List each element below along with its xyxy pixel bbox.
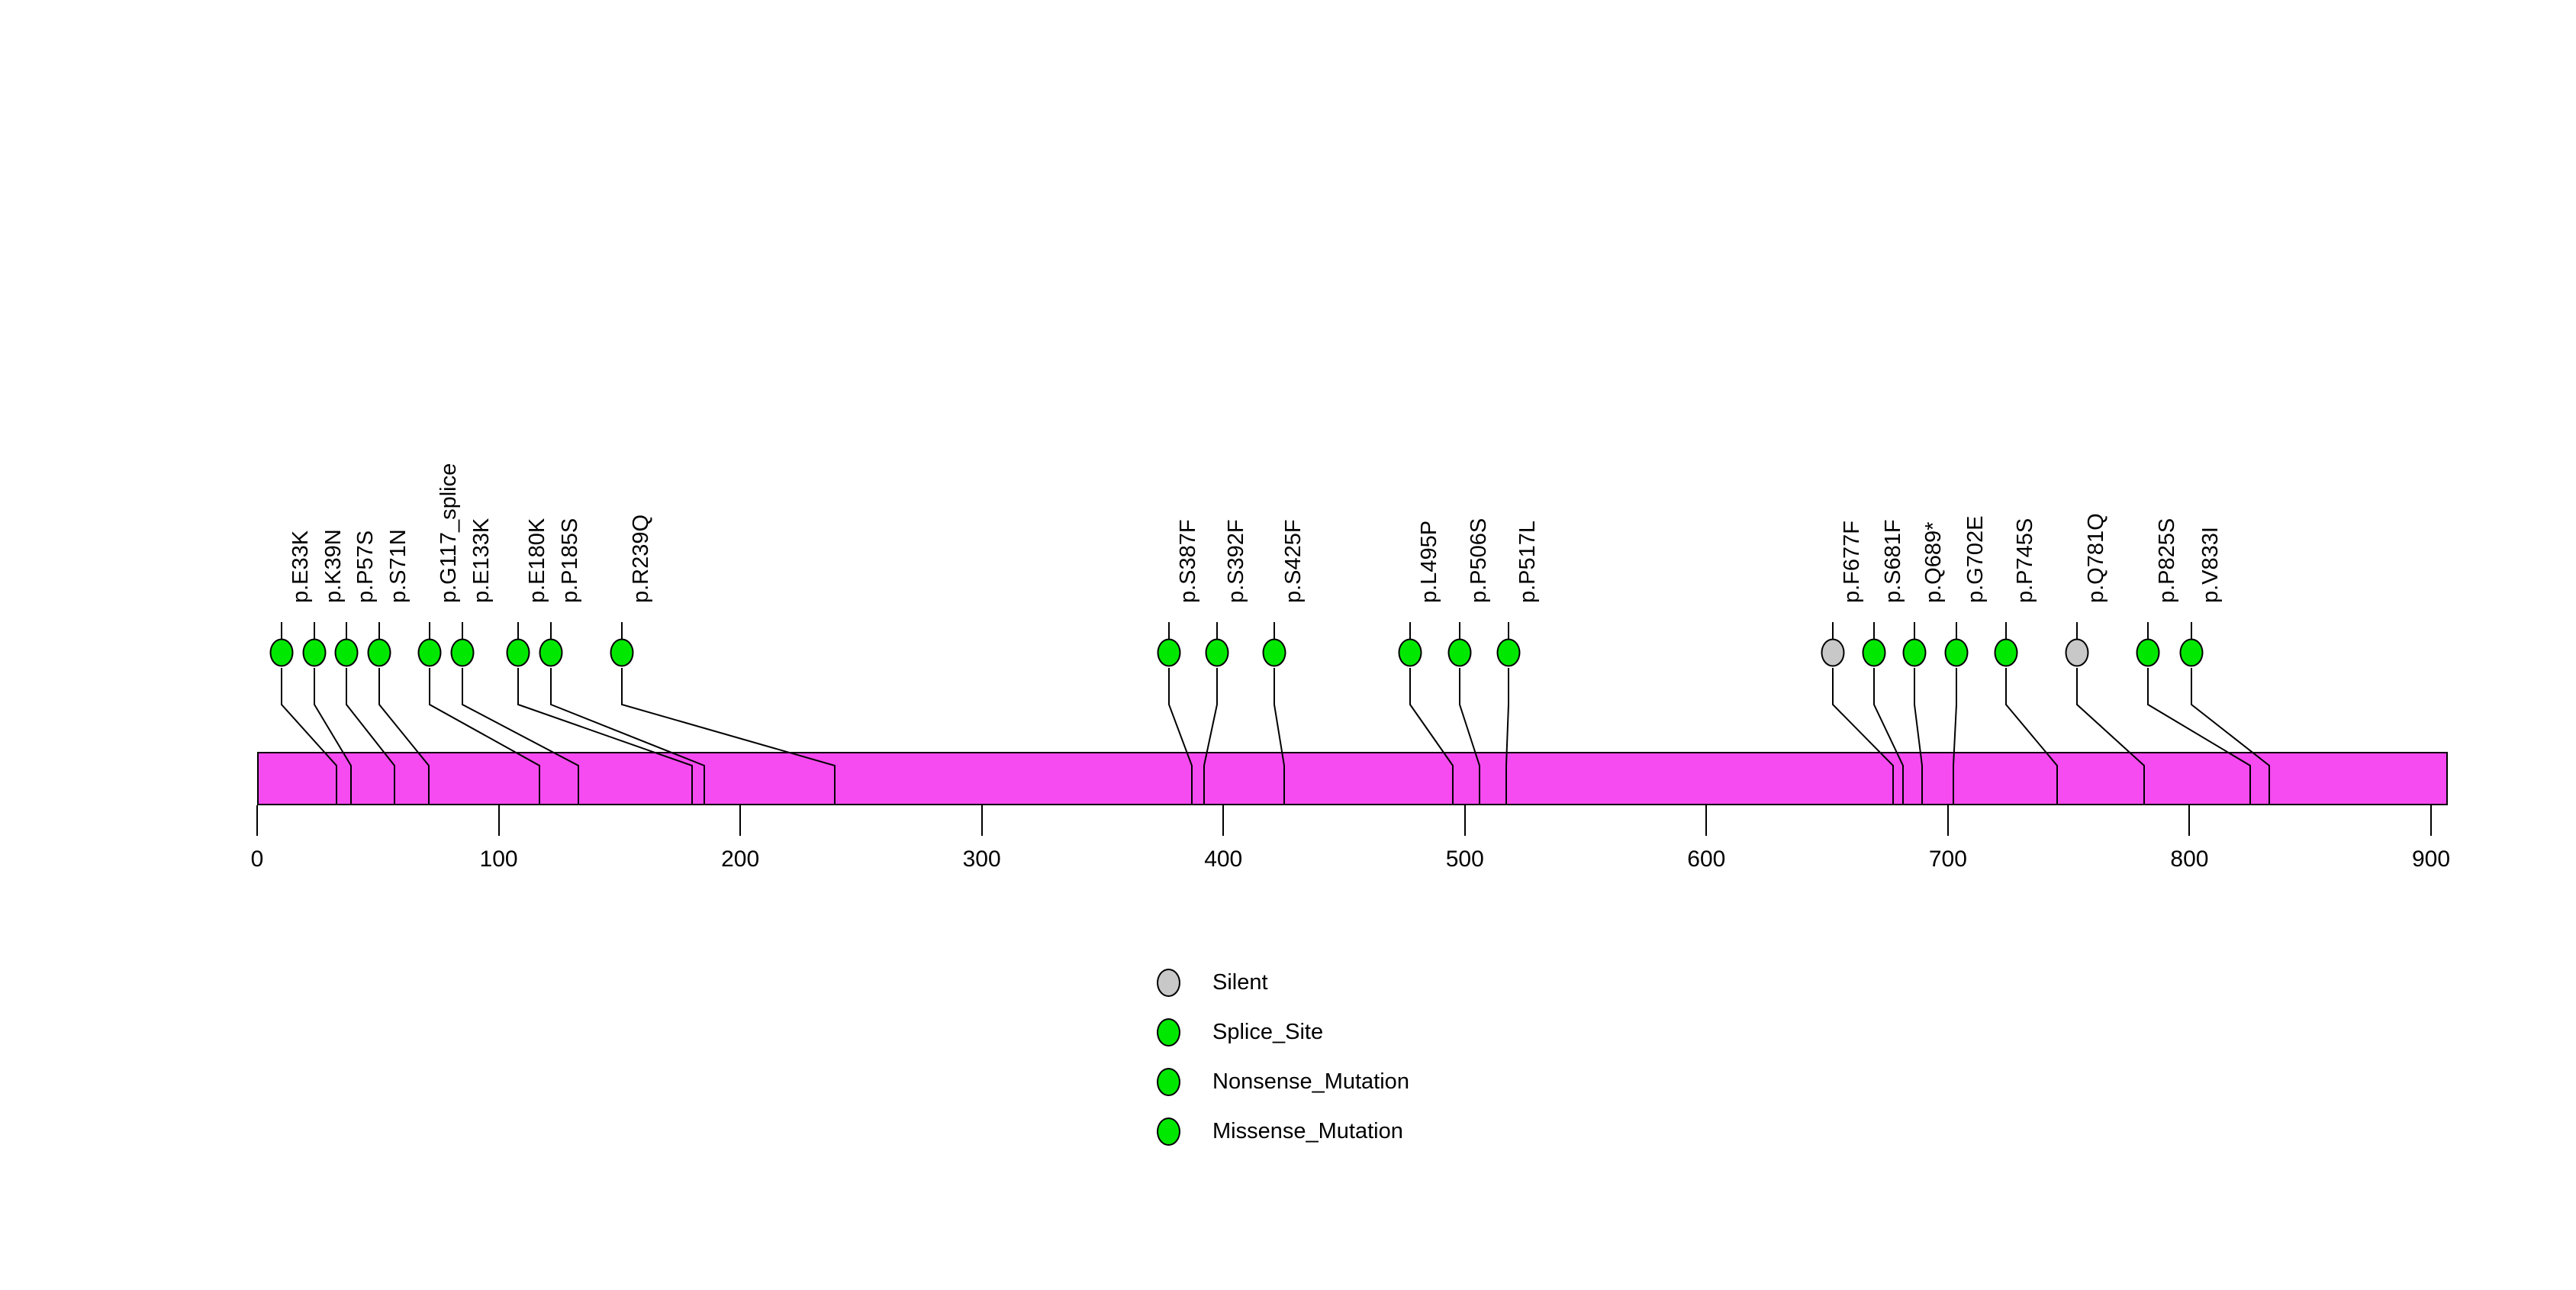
lollipop-head-pS71N[interactable]: [367, 638, 391, 667]
axis-label-100: 100: [479, 847, 518, 872]
axis-tick-0: [256, 805, 258, 836]
legend-label-SpliceSite: Splice_Site: [1212, 1020, 1324, 1044]
axis-tick-100: [497, 805, 500, 836]
lollipop-label-pL495P: p.L495P: [1417, 520, 1441, 603]
lollipop-label-pV833I: p.V833I: [2198, 527, 2223, 603]
lollipop-label-pS387F: p.S387F: [1176, 519, 1200, 603]
lollipop-head-pS387F[interactable]: [1157, 638, 1181, 667]
axis-label-200: 200: [721, 847, 760, 872]
legend-swatch-SpliceSite: [1157, 1018, 1180, 1047]
axis-tick-800: [2188, 805, 2191, 836]
lollipop-head-pP57S[interactable]: [334, 638, 359, 667]
lollipop-head-pV833I[interactable]: [2179, 638, 2204, 667]
legend-swatch-MissenseMutation: [1157, 1117, 1180, 1146]
axis-tick-600: [1705, 805, 1708, 836]
lollipop-label-pG117splice: p.G117_splice: [436, 463, 461, 603]
lollipop-head-pP506S[interactable]: [1447, 638, 1472, 667]
lollipop-head-pK39N[interactable]: [302, 638, 327, 667]
legend-label-Silent: Silent: [1212, 970, 1268, 995]
lollipop-label-pQ689: p.Q689*: [1921, 521, 1946, 603]
lollipop-head-pP825S[interactable]: [2136, 638, 2160, 667]
legend-item-SpliceSite[interactable]: Splice_Site: [1157, 1008, 1409, 1057]
lollipop-label-pP517L: p.P517L: [1515, 520, 1540, 603]
axis-label-0: 0: [250, 847, 264, 872]
axis-tick-400: [1222, 805, 1225, 836]
lollipop-head-pE33K[interactable]: [269, 638, 294, 667]
lollipop-label-pQ781Q: p.Q781Q: [2084, 513, 2108, 603]
axis-label-700: 700: [1928, 847, 1967, 872]
axis-tick-500: [1463, 805, 1466, 836]
lollipop-label-pP185S: p.P185S: [558, 518, 582, 603]
axis-label-400: 400: [1204, 847, 1243, 872]
lollipop-head-pE180K[interactable]: [506, 638, 530, 667]
legend-swatch-Silent: [1157, 969, 1180, 997]
lollipop-label-pP745S: p.P745S: [2013, 518, 2037, 603]
legend-label-MissenseMutation: Missense_Mutation: [1212, 1119, 1403, 1143]
lollipop-head-pQ781Q[interactable]: [2065, 638, 2089, 667]
axis-tick-700: [1946, 805, 1949, 836]
legend-item-MissenseMutation[interactable]: Missense_Mutation: [1157, 1107, 1409, 1156]
lollipop-head-pS425F[interactable]: [1262, 638, 1286, 667]
axis-label-600: 600: [1687, 847, 1726, 872]
lollipop-label-pR239Q: p.R239Q: [629, 514, 653, 603]
lollipop-label-pE180K: p.E180K: [525, 518, 549, 603]
protein-bar[interactable]: [257, 752, 2449, 805]
lollipop-label-pP825S: p.P825S: [2155, 518, 2179, 603]
lollipop-head-pQ689[interactable]: [1902, 638, 1927, 667]
legend-swatch-NonsenseMutation: [1157, 1068, 1180, 1096]
lollipop-head-pP745S[interactable]: [1994, 638, 2018, 667]
axis-tick-300: [980, 805, 983, 836]
lollipop-head-pL495P[interactable]: [1398, 638, 1422, 667]
lollipop-head-pS392F[interactable]: [1205, 638, 1229, 667]
lollipop-head-pF677F[interactable]: [1821, 638, 1845, 667]
lollipop-head-pP185S[interactable]: [539, 638, 563, 667]
lollipop-head-pE133K[interactable]: [450, 638, 475, 667]
axis-label-900: 900: [2411, 847, 2451, 872]
lollipop-label-pE133K: p.E133K: [469, 518, 494, 603]
lollipop-label-pS425F: p.S425F: [1281, 519, 1306, 603]
lollipop-label-pG702E: p.G702E: [1963, 515, 1988, 603]
legend-item-NonsenseMutation[interactable]: Nonsense_Mutation: [1157, 1057, 1409, 1107]
axis-label-300: 300: [962, 847, 1001, 872]
lollipop-label-pF677F: p.F677F: [1840, 521, 1864, 603]
lollipop-head-pG702E[interactable]: [1944, 638, 1969, 667]
lollipop-head-pP517L[interactable]: [1496, 638, 1521, 667]
lollipop-label-pS681F: p.S681F: [1881, 519, 1905, 603]
axis-tick-200: [739, 805, 742, 836]
axis-label-500: 500: [1445, 847, 1484, 872]
lollipop-label-pK39N: p.K39N: [321, 529, 346, 603]
axis-tick-900: [2430, 805, 2432, 836]
lollipop-head-pG117splice[interactable]: [417, 638, 442, 667]
lollipop-label-pP506S: p.P506S: [1467, 518, 1491, 603]
legend-item-Silent[interactable]: Silent: [1157, 958, 1409, 1008]
lollipop-label-pS71N: p.S71N: [386, 529, 411, 603]
lollipop-head-pS681F[interactable]: [1862, 638, 1886, 667]
lollipop-label-pP57S: p.P57S: [353, 530, 378, 603]
legend-label-NonsenseMutation: Nonsense_Mutation: [1212, 1069, 1409, 1094]
lollipop-head-pR239Q[interactable]: [610, 638, 634, 667]
lollipop-label-pS392F: p.S392F: [1224, 519, 1248, 603]
axis-label-800: 800: [2170, 847, 2209, 872]
lollipop-label-pE33K: p.E33K: [288, 530, 313, 603]
